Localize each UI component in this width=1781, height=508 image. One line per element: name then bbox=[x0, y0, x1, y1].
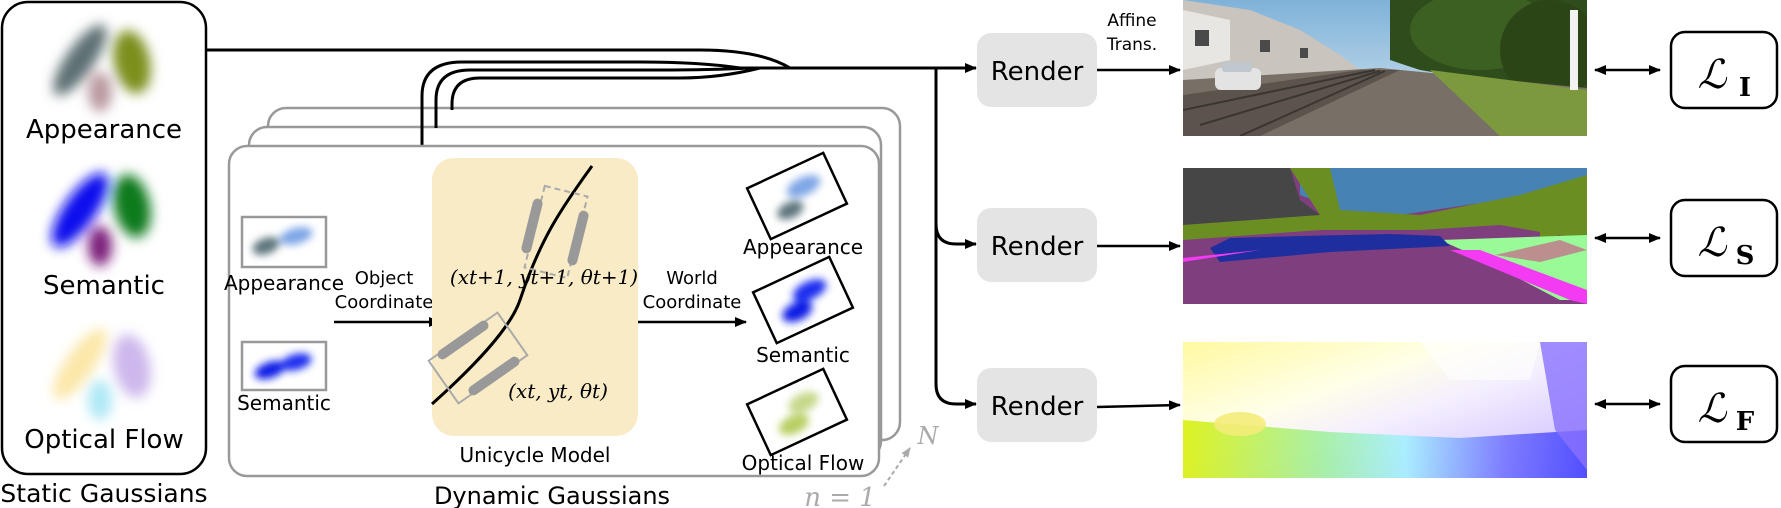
affine-line2: Trans. bbox=[1106, 35, 1157, 55]
world-coordinate-line1: World bbox=[666, 268, 718, 289]
state-t: (xt, yt, θt) bbox=[508, 379, 608, 403]
render-label-flow: Render bbox=[991, 392, 1084, 422]
dynamic-gaussians-caption: Dynamic Gaussians bbox=[434, 482, 670, 508]
static-gaussians-caption: Static Gaussians bbox=[0, 479, 207, 508]
state-t-plus-1: (xt+1, yt+1, θt+1) bbox=[450, 265, 638, 289]
stack-index-n1: n = 1 bbox=[804, 483, 876, 508]
object-coordinate-line2: Coordinate bbox=[335, 292, 434, 313]
input-label-appearance: Appearance bbox=[224, 271, 344, 295]
render-box-image: Render bbox=[977, 33, 1097, 107]
static-label-optical-flow: Optical Flow bbox=[24, 425, 183, 455]
static-flow-gaussians bbox=[53, 328, 151, 420]
loss-symbol-f: ℒ bbox=[1698, 386, 1728, 432]
loss-box-semantic: ℒ S bbox=[1669, 198, 1779, 278]
rendered-flow-image bbox=[1183, 342, 1587, 478]
loss-subscript-i: I bbox=[1739, 73, 1751, 103]
static-label-semantic: Semantic bbox=[43, 271, 165, 301]
rendered-semantic-image bbox=[1183, 168, 1587, 304]
render-label-image: Render bbox=[991, 57, 1084, 87]
render-box-semantic: Render bbox=[977, 208, 1097, 282]
unicycle-model-panel: (xt+1, yt+1, θt+1) (xt, yt, θt) bbox=[427, 158, 638, 436]
static-semantic-gaussians bbox=[51, 172, 151, 266]
unicycle-model-title: Unicycle Model bbox=[460, 443, 611, 467]
vehicle-t bbox=[427, 311, 529, 405]
loss-subscript-f: F bbox=[1736, 407, 1755, 437]
dynamic-feature-wires bbox=[420, 60, 790, 148]
loss-symbol-i: ℒ bbox=[1698, 52, 1728, 98]
world-coordinate-line2: Coordinate bbox=[643, 292, 742, 313]
input-semantic-thumb bbox=[240, 340, 328, 392]
object-coordinate-line1: Object bbox=[355, 268, 414, 289]
output-label-appearance: Appearance bbox=[743, 235, 863, 259]
loss-subscript-s: S bbox=[1736, 241, 1755, 271]
output-label-semantic: Semantic bbox=[756, 343, 850, 367]
static-label-appearance: Appearance bbox=[26, 115, 182, 145]
input-appearance-thumb bbox=[240, 215, 328, 269]
loss-box-flow: ℒ F bbox=[1669, 364, 1779, 444]
dynamic-gaussians-panel: Appearance Semantic Object Coordinate bbox=[224, 144, 881, 478]
output-appearance-thumb bbox=[745, 151, 849, 241]
static-to-render-wire bbox=[206, 48, 977, 409]
render-box-flow: Render bbox=[977, 368, 1097, 442]
output-flow-thumb bbox=[745, 367, 849, 457]
output-label-optical-flow: Optical Flow bbox=[742, 451, 865, 475]
output-semantic-thumb bbox=[751, 255, 855, 345]
static-gaussians-panel: Appearance Semantic Optical Flow bbox=[0, 0, 208, 476]
stack-arrow bbox=[883, 447, 911, 487]
arrow-render-to-flow bbox=[1096, 400, 1181, 411]
stack-index-N: N bbox=[917, 422, 940, 450]
input-label-semantic: Semantic bbox=[237, 391, 331, 415]
loss-box-image: ℒ I bbox=[1669, 30, 1779, 110]
affine-line1: Affine bbox=[1107, 11, 1156, 31]
render-label-semantic: Render bbox=[991, 232, 1084, 262]
loss-symbol-s: ℒ bbox=[1698, 220, 1728, 266]
rendered-rgb-image bbox=[1183, 0, 1587, 136]
static-appearance-gaussians bbox=[53, 24, 151, 112]
